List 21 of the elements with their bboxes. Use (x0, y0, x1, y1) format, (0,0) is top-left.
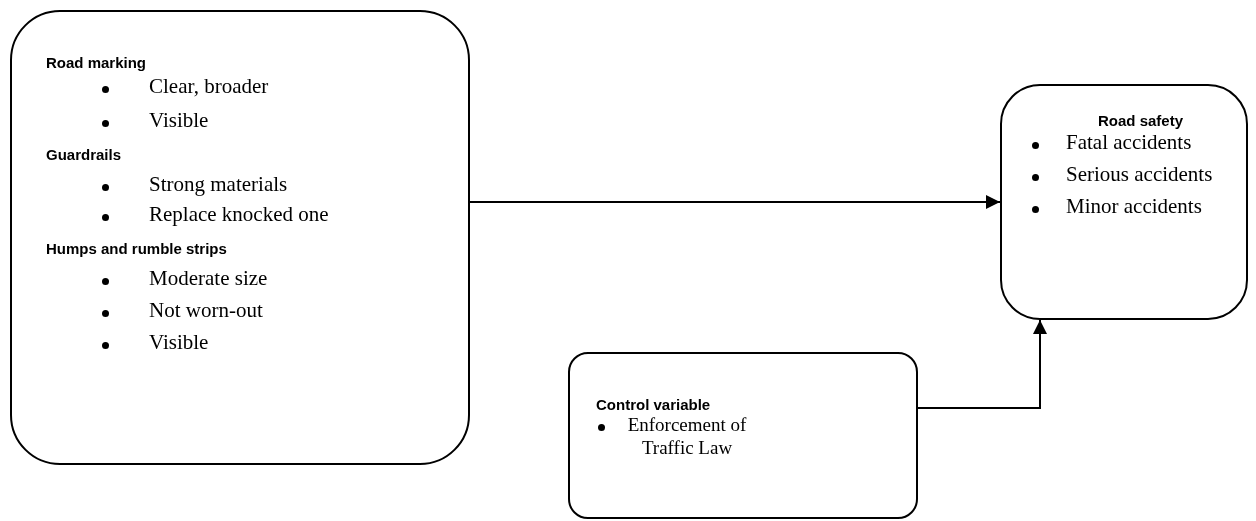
bullet-text: Visible (149, 330, 209, 356)
heading: Control variable (596, 396, 711, 413)
bullet-text: Clear, broader (149, 74, 269, 100)
heading: Humps and rumble strips (46, 240, 227, 257)
rounded-box (10, 10, 470, 465)
rounded-box (568, 352, 918, 519)
bullet-text: Not worn-out (149, 298, 263, 324)
bullet-text: Serious accidents (1066, 162, 1213, 188)
bullet-text: Fatal accidents (1066, 130, 1192, 156)
heading: Road marking (46, 54, 147, 71)
heading: Road safety (1098, 112, 1184, 129)
bullet-text: Strong materials (149, 172, 288, 198)
arrow (469, 195, 1001, 209)
bullet-text: Replace knocked one (149, 202, 329, 228)
bullet-text: Enforcement of Traffic Law (626, 414, 748, 460)
bullet-text: Minor accidents (1066, 194, 1202, 220)
heading: Guardrails (46, 146, 122, 163)
bullet-text: Moderate size (149, 266, 268, 292)
rounded-box (1000, 84, 1248, 320)
arrow (917, 319, 1047, 409)
bullet-text: Visible (149, 108, 209, 134)
